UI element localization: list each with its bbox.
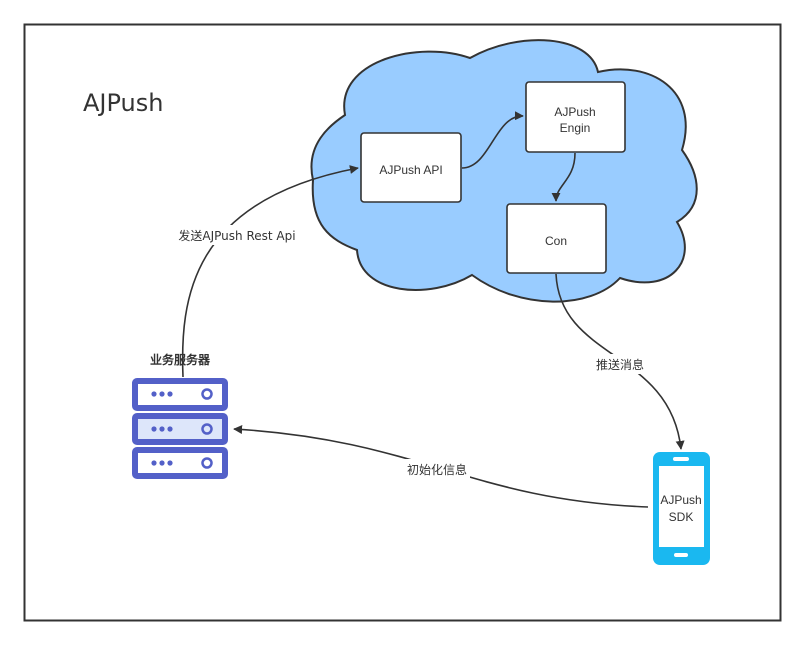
server-unit-1 [132,378,228,411]
node-con[interactable]: Con [506,203,607,274]
node-ajpush-engine[interactable]: AJPush Engin [525,81,626,153]
edge-api-to-engine[interactable] [461,111,524,169]
mobile-phone[interactable]: AJPush SDK [653,452,710,565]
server-unit-2 [132,413,228,445]
edge-server-to-api[interactable] [181,165,359,378]
edge-label-con-to-phone: 推送消息 [596,357,644,372]
node-ajpush-api-label: AJPush API [379,163,442,177]
phone-label-line1: AJPush [660,493,701,507]
business-server-label: 业务服务器 [150,352,211,367]
node-con-label: Con [545,234,567,248]
server-unit-3 [132,447,228,479]
phone-label-line2: SDK [669,510,694,524]
business-server[interactable]: 业务服务器 [132,352,228,479]
node-ajpush-engine-line1: AJPush [554,105,595,119]
node-ajpush-engine-line2: Engin [560,121,591,135]
edge-label-server-to-api: 发送AJPush Rest Api [178,228,295,243]
edge-label-phone-to-server: 初始化信息 [407,462,467,477]
edge-engine-to-con[interactable] [551,152,576,202]
node-ajpush-api[interactable]: AJPush API [360,132,462,203]
diagram-title: AJPush [83,89,163,117]
